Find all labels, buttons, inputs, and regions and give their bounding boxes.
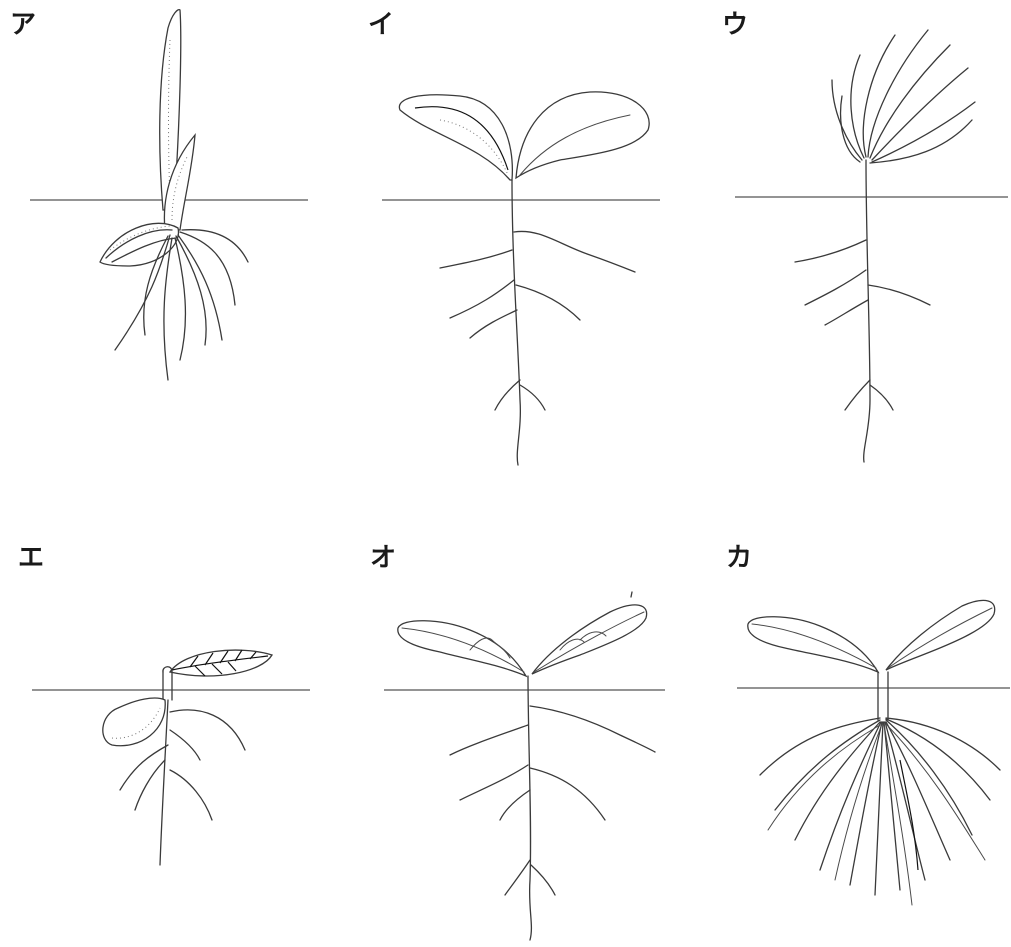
seedling-o	[384, 592, 665, 940]
fibrous-roots-ka	[760, 718, 1000, 905]
leaf-left-ka	[748, 617, 878, 672]
root-main-o	[528, 676, 531, 940]
seedling-i	[382, 92, 660, 465]
true-leaf-e	[170, 650, 272, 676]
seedling-a	[30, 10, 308, 380]
leaf-left-o	[398, 621, 526, 676]
cotyledon-e	[103, 698, 165, 746]
root-main-u	[864, 160, 870, 462]
seedling-e	[32, 650, 310, 865]
seedling-ka	[737, 600, 1010, 905]
root-main-i	[512, 180, 520, 465]
root-main-e	[160, 700, 168, 865]
seedling-u	[735, 30, 1008, 462]
cotyledon-right-i	[516, 92, 649, 178]
